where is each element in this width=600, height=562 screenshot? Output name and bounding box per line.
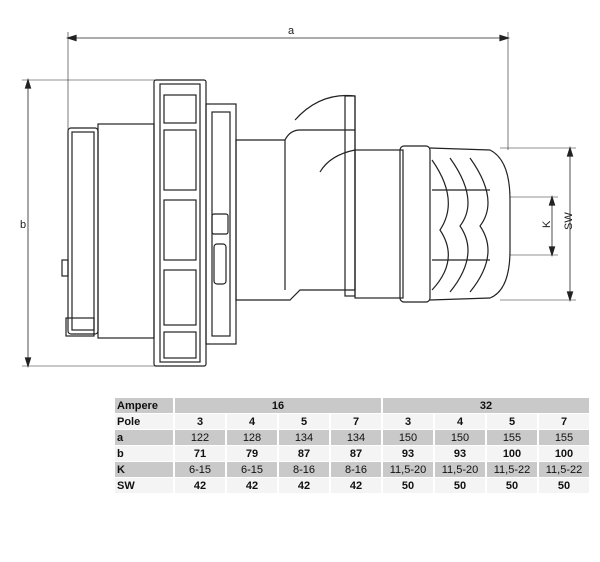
row-label: a xyxy=(115,430,173,445)
table-row-ampere: Ampere 16 32 xyxy=(115,398,589,413)
table-cell: 4 xyxy=(227,414,277,429)
table-cell: 8-16 xyxy=(331,462,381,477)
ampere-16: 16 xyxy=(175,398,381,413)
ampere-32: 32 xyxy=(383,398,589,413)
table-cell: 87 xyxy=(331,446,381,461)
table-cell: 11,5-20 xyxy=(435,462,485,477)
table-cell: 50 xyxy=(487,478,537,493)
table-cell: 150 xyxy=(435,430,485,445)
row-label: K xyxy=(115,462,173,477)
table-cell: 128 xyxy=(227,430,277,445)
table-cell: 87 xyxy=(279,446,329,461)
table-cell: 93 xyxy=(435,446,485,461)
table-cell: 5 xyxy=(279,414,329,429)
table-cell: 42 xyxy=(331,478,381,493)
table-cell: 42 xyxy=(279,478,329,493)
dimension-a: a xyxy=(65,25,511,150)
table-cell: 7 xyxy=(331,414,381,429)
table-cell: 4 xyxy=(435,414,485,429)
table-cell: 93 xyxy=(383,446,433,461)
table-cell: 155 xyxy=(539,430,589,445)
dimension-sw: SW xyxy=(500,145,576,303)
table-cell: 42 xyxy=(227,478,277,493)
table-cell: 79 xyxy=(227,446,277,461)
table-cell: 3 xyxy=(383,414,433,429)
table-cell: 6-15 xyxy=(175,462,225,477)
table-cell: 11,5-22 xyxy=(487,462,537,477)
table-cell: 8-16 xyxy=(279,462,329,477)
table-cell: 150 xyxy=(383,430,433,445)
row-label: Pole xyxy=(115,414,173,429)
table-cell: 11,5-22 xyxy=(539,462,589,477)
ampere-label: Ampere xyxy=(115,398,173,413)
dimension-k: K xyxy=(510,194,558,258)
table-cell: 134 xyxy=(331,430,381,445)
table-cell: 100 xyxy=(539,446,589,461)
table-cell: 134 xyxy=(279,430,329,445)
plug-technical-drawing: a b K SW xyxy=(20,25,576,369)
table-cell: 5 xyxy=(487,414,537,429)
row-label: b xyxy=(115,446,173,461)
table-cell: 50 xyxy=(539,478,589,493)
table-cell: 71 xyxy=(175,446,225,461)
row-label: SW xyxy=(115,478,173,493)
table-cell: 6-15 xyxy=(227,462,277,477)
dimension-a-label: a xyxy=(288,25,295,37)
table-cell: 3 xyxy=(175,414,225,429)
dimension-b-label: b xyxy=(20,219,26,231)
table-cell: 122 xyxy=(175,430,225,445)
dimension-b: b xyxy=(20,77,155,369)
table-cell: 7 xyxy=(539,414,589,429)
table-cell: 155 xyxy=(487,430,537,445)
table-cell: 50 xyxy=(435,478,485,493)
table-cell: 100 xyxy=(487,446,537,461)
dimension-sw-label: SW xyxy=(563,212,575,230)
dimension-k-label: K xyxy=(541,220,553,228)
table-cell: 42 xyxy=(175,478,225,493)
table-cell: 50 xyxy=(383,478,433,493)
table-cell: 11,5-20 xyxy=(383,462,433,477)
